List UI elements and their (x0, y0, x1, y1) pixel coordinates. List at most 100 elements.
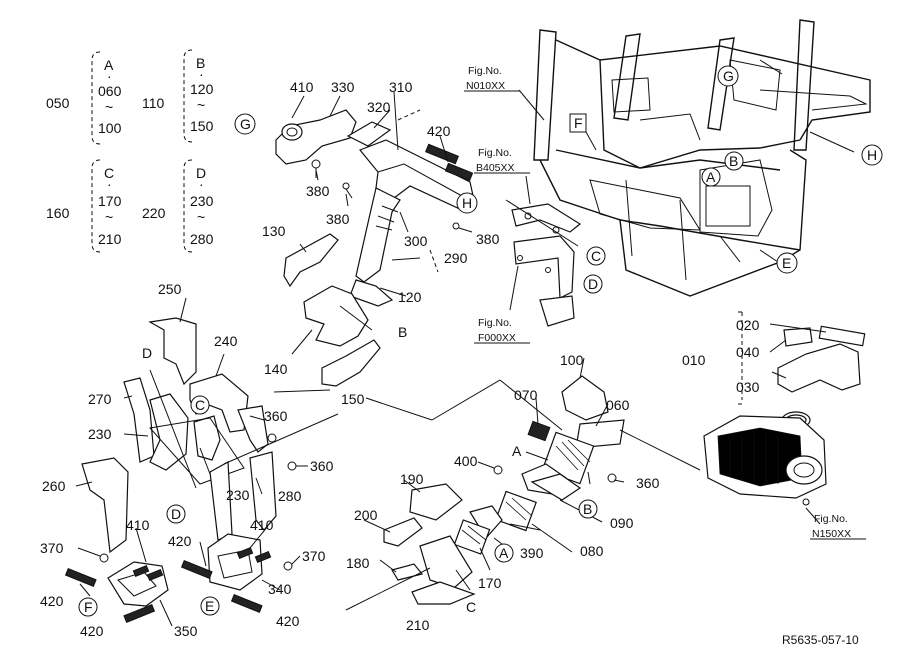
part-leaders (75, 91, 625, 627)
circled-c-left: C (195, 397, 205, 413)
part-label-210: 210 (98, 231, 122, 247)
variant-tilde: ~ (197, 209, 205, 225)
part-label-150: 150 (341, 391, 365, 407)
part-label-390: 390 (520, 545, 544, 561)
variant-letter-d: D (196, 165, 206, 181)
variant-tilde: ~ (105, 209, 113, 225)
part-label-410-b: 410 (250, 517, 274, 533)
cab-frame-drawing (533, 19, 871, 297)
part-label-320: 320 (367, 99, 391, 115)
part-label-020: 020 (736, 317, 760, 333)
leader-b405 (525, 175, 531, 205)
part-label-270: 270 (88, 391, 112, 407)
part-label-010: 010 (682, 352, 706, 368)
part-label-370-b: 370 (302, 548, 326, 564)
variant-letter-c: C (104, 165, 114, 181)
leader-f-frame (585, 131, 597, 151)
leader-line (431, 379, 501, 421)
part-label-400: 400 (454, 453, 478, 469)
variant-letter-b: B (196, 55, 205, 71)
leader-n150 (805, 507, 821, 525)
figref-f000[interactable]: Fig.No. F000XX (474, 317, 530, 344)
letter-d-left: D (142, 345, 152, 361)
circled-f-frame: F (574, 115, 583, 131)
variant-tilde: ~ (197, 97, 205, 113)
variant-letter-a: A (104, 57, 114, 73)
figref-f000-title: Fig.No. (478, 317, 512, 329)
dashed-connector (397, 109, 421, 121)
part-label-070: 070 (514, 387, 538, 403)
part-label-260: 260 (42, 478, 66, 494)
circled-d-bracket: D (588, 276, 598, 292)
part-label-060: 060 (606, 397, 630, 413)
variant-dot: · (199, 66, 204, 82)
filter-pad-drawing (425, 143, 474, 182)
circled-a-duct: A (499, 545, 509, 561)
part-label-040: 040 (736, 344, 760, 360)
leader-f000 (509, 265, 519, 311)
leader-n010 (518, 89, 545, 121)
part-label-360-c: 360 (636, 475, 660, 491)
dashed-connector (429, 249, 439, 273)
leader-line (619, 429, 701, 471)
part-label-350: 350 (174, 623, 198, 639)
leader-c-bottom (455, 569, 471, 591)
part-label-420-a: 420 (168, 533, 192, 549)
part-label-420-b: 420 (40, 593, 64, 609)
leader-line (223, 413, 339, 465)
part-label-360-a: 360 (264, 408, 288, 424)
part-label-150: 150 (190, 118, 214, 134)
leader-c-left (199, 447, 211, 475)
part-label-030: 030 (736, 379, 760, 395)
leader-020 (769, 323, 827, 333)
part-label-200: 200 (354, 507, 378, 523)
part-label-180: 180 (346, 555, 370, 571)
part-label-330: 330 (331, 79, 355, 95)
leader-030 (771, 371, 787, 379)
figref-n150[interactable]: Fig.No. N150XX (810, 513, 866, 540)
figref-n010-code: N010XX (466, 80, 505, 92)
part-label-110: 110 (142, 95, 165, 111)
part-label-080: 080 (580, 543, 604, 559)
part-label-230: 230 (190, 193, 214, 209)
part-label-170: 170 (478, 575, 502, 591)
figref-b405[interactable]: Fig.No. B405XX (474, 147, 530, 174)
leader-h-frame (809, 131, 855, 153)
letter-b-duct: B (398, 324, 407, 340)
part-label-300: 300 (404, 233, 428, 249)
part-label-370-a: 370 (40, 540, 64, 556)
part-label-240: 240 (214, 333, 238, 349)
figref-b405-code: B405XX (476, 162, 515, 174)
leader-line (499, 379, 563, 431)
circled-f-outlet: F (84, 599, 93, 615)
part-label-250: 250 (158, 281, 182, 297)
duct-lower-drawing (283, 233, 381, 387)
part-label-420-top: 420 (427, 123, 451, 139)
bracket-left (91, 51, 101, 145)
figref-n010-title: Fig.No. (468, 65, 502, 77)
part-labels: 410 330 310 320 420 380 380 380 300 290 … (40, 79, 760, 639)
letter-c-bottom: C (466, 599, 476, 615)
part-label-160: 160 (46, 205, 70, 221)
part-label-410-a: 410 (126, 517, 150, 533)
circled-letters: G H G F B A H E C D C D F E B A (78, 65, 883, 617)
part-label-130: 130 (262, 223, 286, 239)
part-label-380-b: 380 (326, 211, 350, 227)
part-label-210: 210 (406, 617, 430, 633)
part-label-220: 220 (142, 205, 166, 221)
variant-dot: · (107, 176, 112, 192)
part-label-340: 340 (268, 581, 292, 597)
part-label-120: 120 (398, 289, 422, 305)
bracket-assembly-drawing (505, 199, 582, 327)
bracket-left (183, 159, 193, 253)
part-label-280: 280 (278, 488, 302, 504)
variant-dot: · (107, 68, 112, 84)
figref-n010[interactable]: Fig.No. N010XX (464, 65, 520, 92)
leader-g-frame (759, 59, 783, 75)
bracket-left (183, 49, 193, 143)
part-label-290: 290 (444, 250, 468, 266)
part-label-310: 310 (389, 79, 413, 95)
duct-upper-drawing (275, 109, 475, 307)
figref-n150-code: N150XX (812, 528, 851, 540)
